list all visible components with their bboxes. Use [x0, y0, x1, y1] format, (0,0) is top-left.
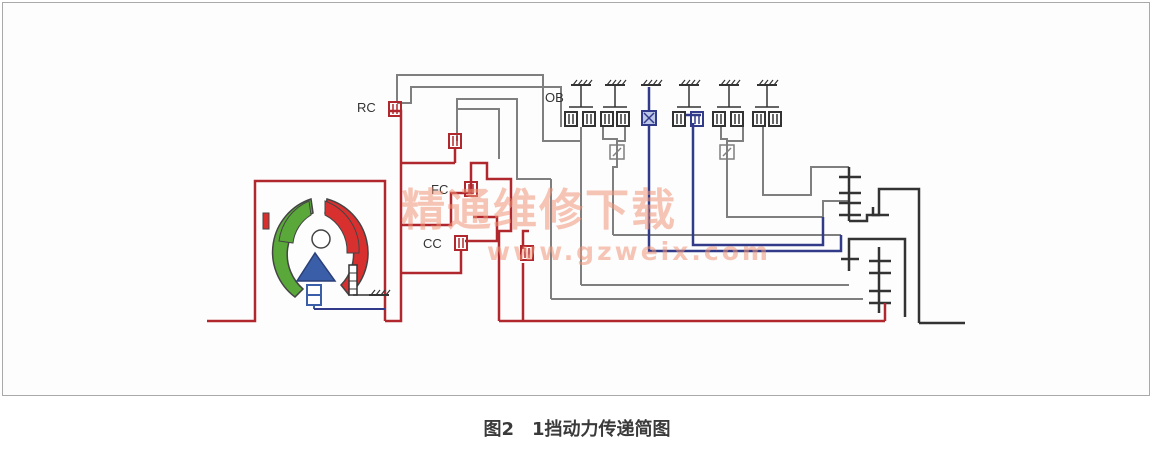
active-path — [207, 109, 887, 323]
planetary-set-1 — [839, 167, 921, 323]
stator-shape — [295, 251, 337, 282]
rc-clutch — [388, 101, 402, 117]
torque-converter — [262, 198, 391, 310]
neutral-lines — [396, 74, 863, 300]
planetary-set-2 — [841, 237, 965, 325]
ob-label: OB — [545, 90, 564, 105]
diagram-frame: RC OB FC CC 精通维修下载 www.gzweix.com — [2, 2, 1150, 396]
drive-path — [647, 87, 843, 253]
one-way-clutch-active — [641, 110, 657, 126]
watermark-text: 精通维修下载 — [401, 185, 677, 236]
cc-clutch — [454, 235, 468, 251]
clutch-2 — [448, 133, 462, 149]
cc-label: CC — [423, 236, 442, 251]
figure-caption: 图2 1挡动力传递简图 — [483, 419, 671, 440]
one-way-clutches — [609, 144, 735, 160]
rc-label: RC — [357, 100, 376, 115]
power-flow-diagram — [207, 74, 965, 325]
brake-clutches — [564, 111, 782, 127]
brake-row — [569, 79, 779, 108]
fc-label: FC — [431, 182, 449, 197]
watermark-url: www.gzweix.com — [487, 237, 771, 266]
